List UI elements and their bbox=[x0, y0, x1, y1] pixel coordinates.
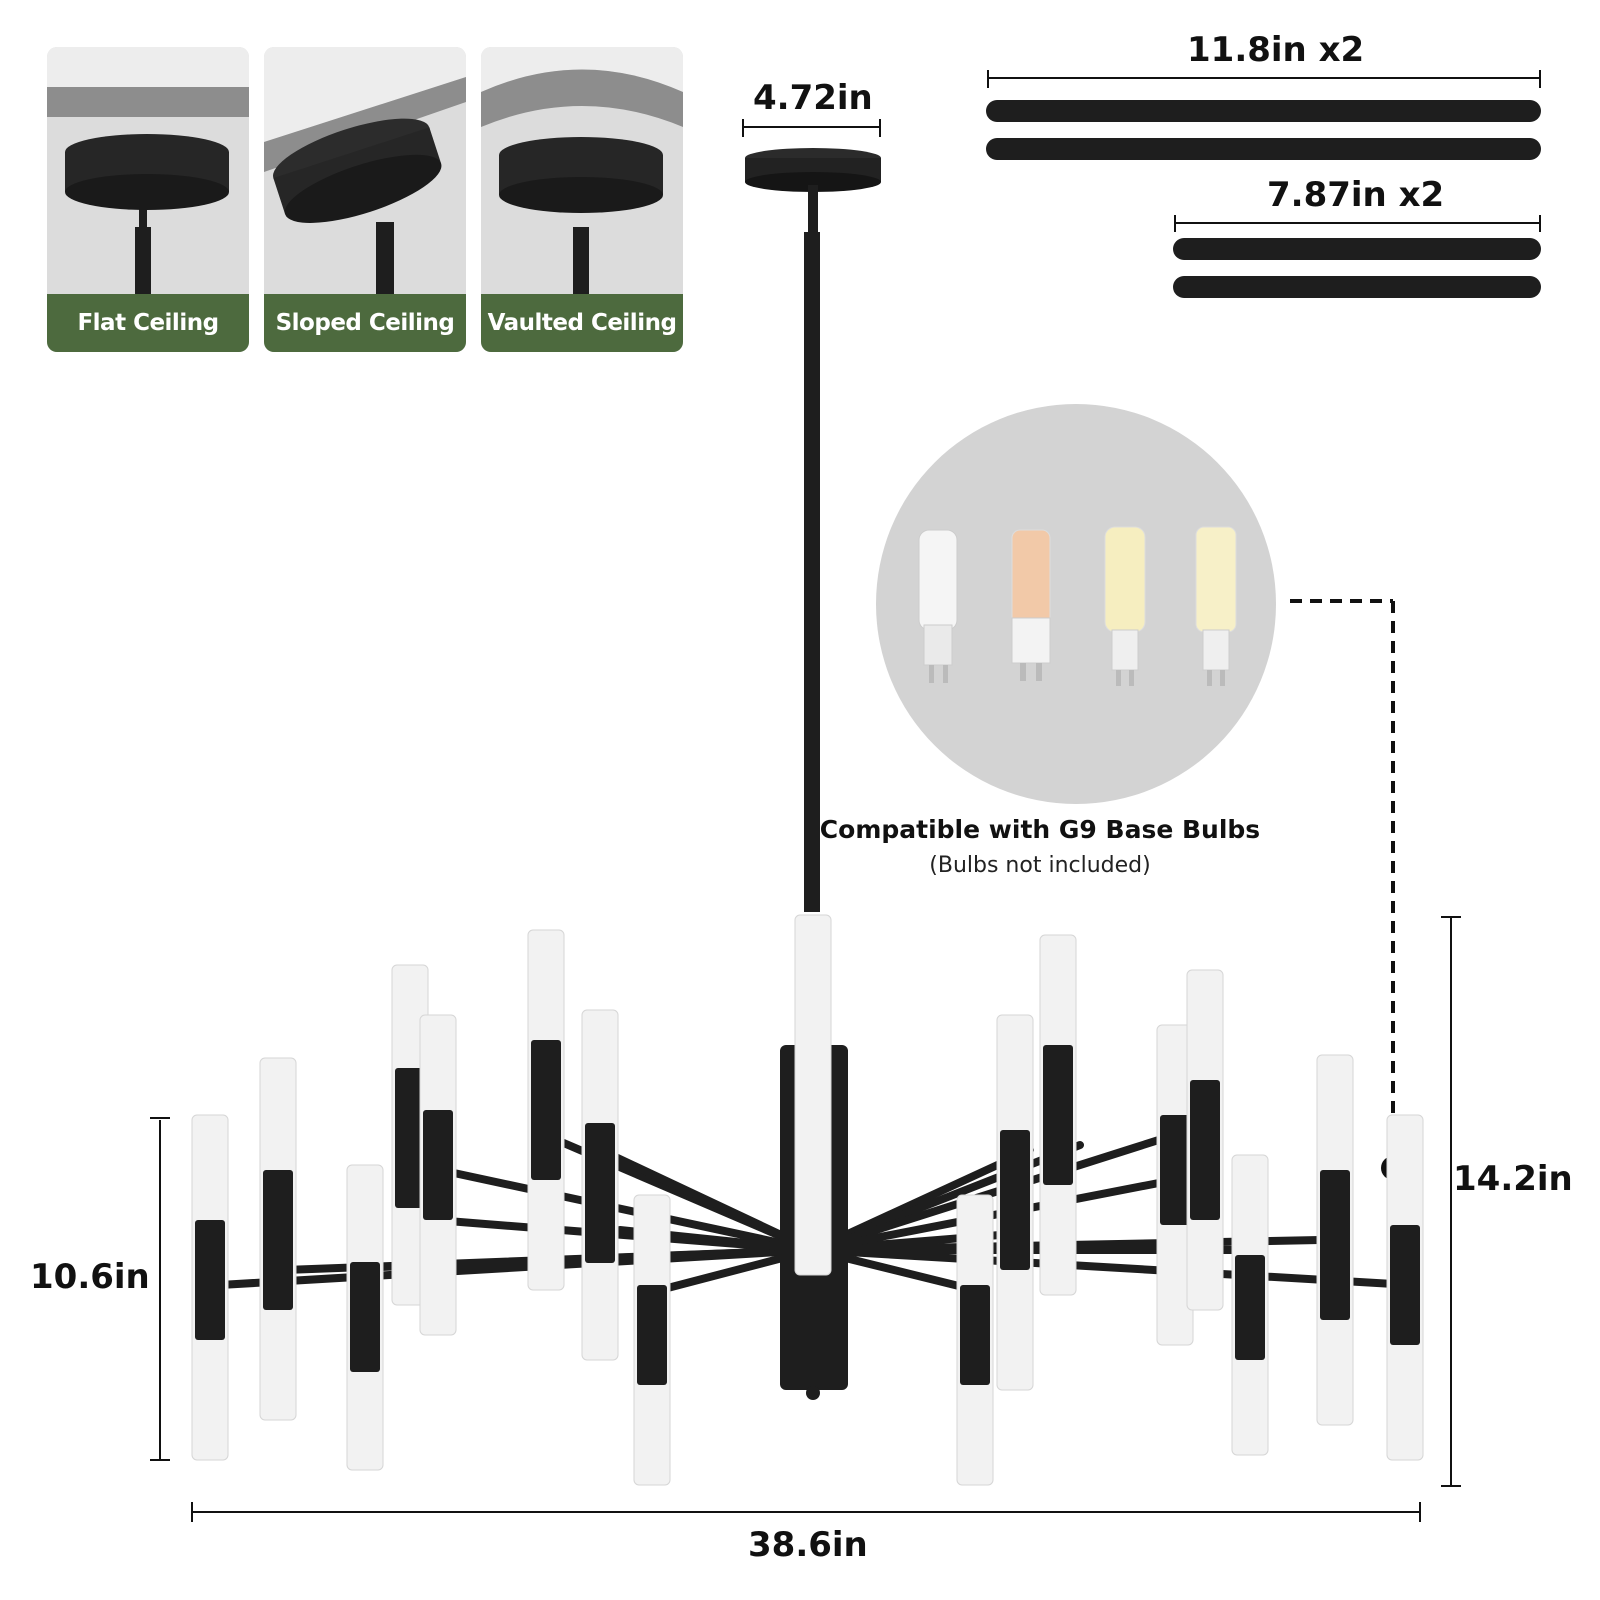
light-holder bbox=[960, 1285, 990, 1385]
light-holder bbox=[263, 1170, 293, 1310]
g9-bulbs bbox=[918, 526, 1237, 686]
light-holder bbox=[350, 1262, 380, 1372]
sloped-ceiling-illustration bbox=[264, 47, 466, 307]
light-holder bbox=[1320, 1170, 1350, 1320]
vaulted-ceiling-label: Vaulted Ceiling bbox=[481, 294, 683, 352]
chandelier-arm bbox=[809, 1246, 1414, 1289]
short-rod-label: 7.87in x2 bbox=[1267, 175, 1445, 215]
main-downrod bbox=[804, 232, 820, 912]
long-rod-dimension-line bbox=[987, 70, 1541, 88]
light-holder bbox=[1390, 1225, 1420, 1345]
sloped-ceiling-label: Sloped Ceiling bbox=[264, 294, 466, 352]
total-height-dimension-line bbox=[1441, 916, 1461, 1487]
light-holder bbox=[1190, 1080, 1220, 1220]
fixture-width-label: 38.6in bbox=[748, 1525, 868, 1565]
canopy-dimension-line bbox=[742, 119, 881, 137]
canopy bbox=[745, 148, 881, 240]
light-holder bbox=[637, 1285, 667, 1385]
flat-ceiling-illustration bbox=[47, 47, 249, 307]
light-holder bbox=[1235, 1255, 1265, 1360]
light-holder bbox=[195, 1220, 225, 1340]
vaulted-ceiling-illustration bbox=[481, 47, 683, 307]
canopy-width-label: 4.72in bbox=[753, 78, 873, 118]
flat-ceiling-label: Flat Ceiling bbox=[47, 294, 249, 352]
fixture-height-label: 10.6in bbox=[30, 1257, 150, 1297]
light-shade bbox=[794, 914, 832, 1276]
light-holder bbox=[1000, 1130, 1030, 1270]
light-holder bbox=[1160, 1115, 1190, 1225]
light-holder bbox=[585, 1123, 615, 1263]
light-holder bbox=[395, 1068, 425, 1208]
chandelier-body bbox=[191, 914, 1424, 1486]
light-holder bbox=[1043, 1045, 1073, 1185]
width-dimension-line bbox=[191, 1502, 1421, 1522]
chandelier-arm bbox=[586, 1141, 817, 1254]
light-holder bbox=[423, 1110, 453, 1220]
downrods-short bbox=[1173, 238, 1541, 298]
light-holder bbox=[531, 1040, 561, 1180]
vaulted-ceiling-card: Vaulted Ceiling bbox=[481, 47, 683, 352]
downrods-long bbox=[986, 100, 1541, 160]
long-rod-label: 11.8in x2 bbox=[1187, 30, 1365, 70]
short-rod-dimension-line bbox=[1174, 215, 1541, 232]
fixture-height-dimension-line bbox=[150, 1117, 170, 1461]
bulbs-not-included-note: (Bulbs not included) bbox=[929, 853, 1151, 878]
chandelier-arm bbox=[436, 1166, 817, 1254]
sloped-ceiling-card: Sloped Ceiling bbox=[264, 47, 466, 352]
flat-ceiling-card: Flat Ceiling bbox=[47, 47, 249, 352]
bulb-compatibility-title: Compatible with G9 Base Bulbs bbox=[819, 815, 1261, 844]
total-height-label: 14.2in bbox=[1453, 1159, 1573, 1199]
